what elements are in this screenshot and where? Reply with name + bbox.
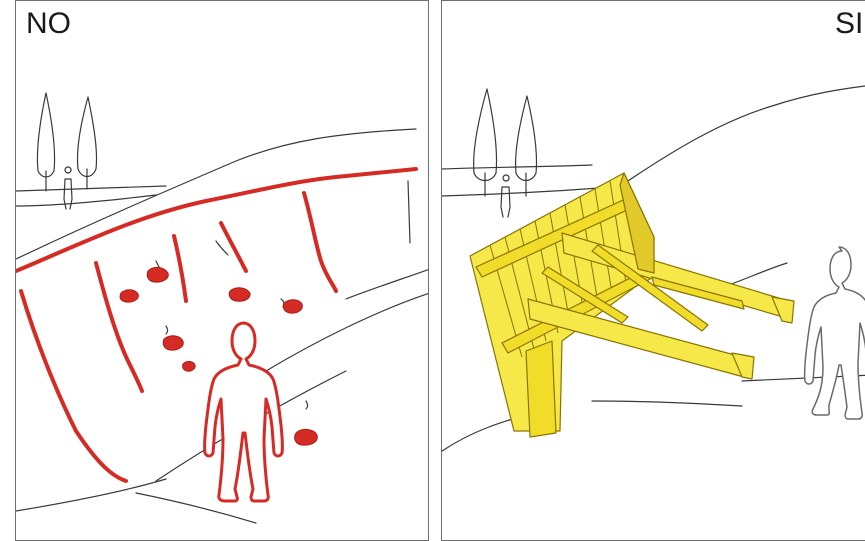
worker-figure-unsafe <box>205 323 283 501</box>
trench-shoring <box>470 173 794 437</box>
worker-figure-safe <box>805 247 865 419</box>
tree-icon <box>474 89 497 181</box>
distant-person-icon <box>501 175 510 217</box>
crack-lines <box>16 169 416 481</box>
safe-trench-illustration <box>442 1 865 541</box>
distant-person-icon <box>64 167 72 209</box>
tree-icon <box>516 96 537 181</box>
panel-label-no: NO <box>26 9 71 39</box>
unsafe-trench-illustration <box>16 1 429 541</box>
tree-icon <box>37 93 54 177</box>
panel-si: SI <box>441 0 865 541</box>
tree-icon <box>77 97 96 177</box>
panel-no: NO <box>15 0 429 541</box>
fallen-rocks <box>120 267 317 445</box>
panel-label-si: SI <box>835 9 863 39</box>
